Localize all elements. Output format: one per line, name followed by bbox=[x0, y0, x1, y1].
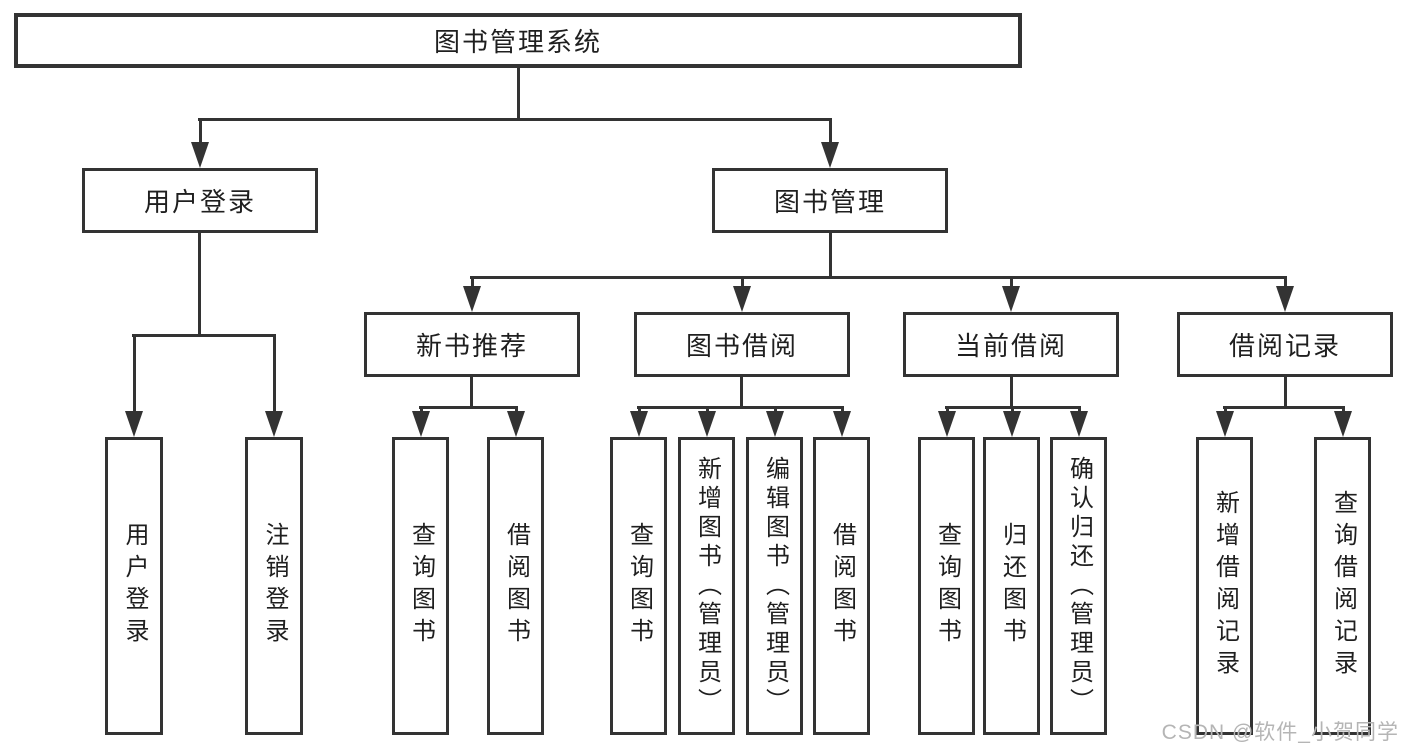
leaf-return-books: 归还图书 bbox=[983, 437, 1040, 735]
leaf-label: 编辑图书（管理员） bbox=[761, 455, 789, 717]
connector-vline bbox=[470, 377, 473, 408]
leaf-add-books-admin: 新增图书（管理员） bbox=[678, 437, 735, 735]
leaf-label: 查询图书 bbox=[933, 522, 961, 650]
connector-hline bbox=[419, 406, 518, 409]
node-user-login: 用户登录 bbox=[82, 168, 318, 233]
node-book-management: 图书管理 bbox=[712, 168, 948, 233]
connector-vline bbox=[1284, 377, 1287, 408]
leaf-label: 确认归还（管理员） bbox=[1065, 455, 1093, 717]
arrow-shaft bbox=[199, 118, 202, 148]
arrow-down-icon bbox=[1003, 411, 1021, 437]
arrow-down-icon bbox=[1070, 411, 1088, 437]
connector-vline bbox=[1010, 377, 1013, 408]
node-book-borrowing: 图书借阅 bbox=[634, 312, 850, 377]
leaf-label: 用户登录 bbox=[121, 522, 148, 650]
arrow-shaft bbox=[1010, 276, 1013, 290]
arrow-down-icon bbox=[698, 411, 716, 437]
arrow-down-icon bbox=[1276, 286, 1294, 312]
leaf-query-borrow-record: 查询借阅记录 bbox=[1314, 437, 1371, 735]
connector-hline bbox=[470, 276, 1286, 279]
arrow-down-icon bbox=[630, 411, 648, 437]
node-current-borrowing: 当前借阅 bbox=[903, 312, 1119, 377]
leaf-label: 新增图书（管理员） bbox=[693, 455, 721, 717]
node-library-management-system: 图书管理系统 bbox=[14, 13, 1022, 68]
watermark: CSDN @软件_小贺同学 bbox=[1161, 721, 1399, 744]
connector-hline bbox=[132, 334, 276, 337]
leaf-label: 注销登录 bbox=[261, 522, 288, 650]
leaf-query-books-borrow: 查询图书 bbox=[610, 437, 667, 735]
arrow-down-icon bbox=[507, 411, 525, 437]
leaf-confirm-return-admin: 确认归还（管理员） bbox=[1050, 437, 1107, 735]
connector-vline bbox=[740, 377, 743, 408]
connector-vline bbox=[829, 233, 832, 278]
arrow-shaft bbox=[273, 334, 276, 414]
arrow-down-icon bbox=[1334, 411, 1352, 437]
connector-hline bbox=[1223, 406, 1345, 409]
connector-vline bbox=[198, 233, 201, 337]
leaf-borrow-books-recommend: 借阅图书 bbox=[487, 437, 544, 735]
node-label: 图书管理系统 bbox=[433, 27, 602, 57]
node-label: 当前借阅 bbox=[954, 331, 1067, 361]
connector-hline bbox=[637, 406, 844, 409]
leaf-borrow-books: 借阅图书 bbox=[813, 437, 870, 735]
node-label: 图书管理 bbox=[773, 187, 886, 217]
arrow-down-icon bbox=[265, 411, 283, 437]
arrow-shaft bbox=[1284, 276, 1287, 290]
connector-hline bbox=[198, 118, 832, 121]
leaf-query-books-recommend: 查询图书 bbox=[392, 437, 449, 735]
arrow-down-icon bbox=[938, 411, 956, 437]
arrow-down-icon bbox=[125, 411, 143, 437]
node-new-book-recommendation: 新书推荐 bbox=[364, 312, 580, 377]
leaf-label: 借阅图书 bbox=[502, 522, 530, 650]
arrow-shaft bbox=[829, 118, 832, 148]
arrow-down-icon bbox=[833, 411, 851, 437]
leaf-label: 借阅图书 bbox=[828, 522, 856, 650]
arrow-shaft bbox=[133, 334, 136, 414]
arrow-down-icon bbox=[412, 411, 430, 437]
leaf-add-borrow-record: 新增借阅记录 bbox=[1196, 437, 1253, 735]
leaf-label: 新增借阅记录 bbox=[1211, 490, 1239, 682]
arrow-down-icon bbox=[733, 286, 751, 312]
leaf-logout: 注销登录 bbox=[245, 437, 303, 735]
leaf-label: 查询图书 bbox=[407, 522, 435, 650]
arrow-shaft bbox=[471, 276, 474, 290]
node-borrowing-records: 借阅记录 bbox=[1177, 312, 1393, 377]
arrow-down-icon bbox=[1002, 286, 1020, 312]
leaf-edit-books-admin: 编辑图书（管理员） bbox=[746, 437, 803, 735]
leaf-label: 查询借阅记录 bbox=[1329, 490, 1357, 682]
arrow-shaft bbox=[741, 276, 744, 290]
leaf-query-books-current: 查询图书 bbox=[918, 437, 975, 735]
leaf-label: 归还图书 bbox=[998, 522, 1026, 650]
arrow-down-icon bbox=[191, 142, 209, 168]
leaf-label: 查询图书 bbox=[625, 522, 653, 650]
arrow-down-icon bbox=[821, 142, 839, 168]
node-label: 用户登录 bbox=[143, 187, 256, 217]
node-label: 新书推荐 bbox=[415, 331, 528, 361]
node-label: 图书借阅 bbox=[685, 331, 798, 361]
leaf-user-login: 用户登录 bbox=[105, 437, 163, 735]
node-label: 借阅记录 bbox=[1228, 331, 1341, 361]
arrow-down-icon bbox=[766, 411, 784, 437]
arrow-down-icon bbox=[1216, 411, 1234, 437]
arrow-down-icon bbox=[463, 286, 481, 312]
connector-vline bbox=[517, 66, 520, 121]
